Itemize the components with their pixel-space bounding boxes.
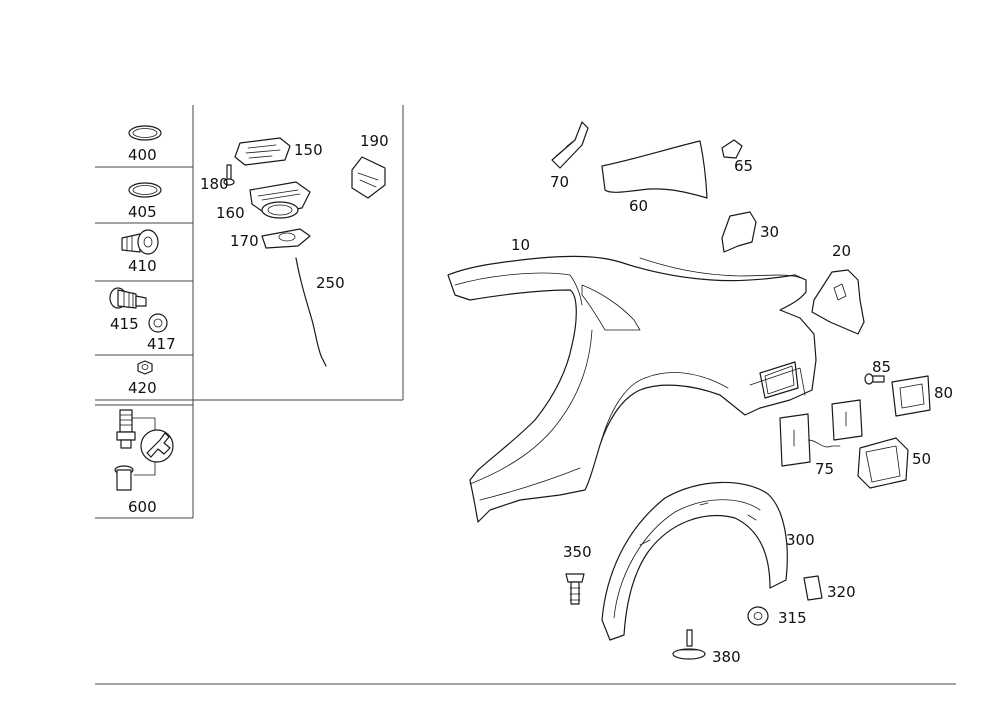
fuel-flap-housing-150 [234,137,291,166]
filler-neck-160 [249,181,311,219]
o-ring-icon [128,182,162,198]
washer-icon [148,313,168,333]
part-label-170: 170 [230,232,259,250]
part-label-315: 315 [778,609,807,627]
screw-85 [864,373,885,385]
fuel-flap-50 [857,437,909,489]
bracket-30 [721,211,757,253]
screw-180 [223,164,235,186]
part-label-70: 70 [550,173,569,191]
drain-hose-250 [295,257,327,367]
nut-icon [137,360,153,375]
seal-170 [261,228,311,249]
part-label-160: 160 [216,204,245,222]
side-wall-panel-10 [447,255,817,523]
part-label-190: 190 [360,132,389,150]
strip-70 [551,121,589,169]
wrench-icon [140,429,174,463]
part-label-417: 417 [147,335,176,353]
part-label-415: 415 [110,315,139,333]
part-label-300: 300 [786,531,815,549]
part-label-60: 60 [629,197,648,215]
part-label-380: 380 [712,648,741,666]
part-label-10: 10 [511,236,530,254]
bracket-65 [721,139,743,159]
part-label-20: 20 [832,242,851,260]
part-label-250: 250 [316,274,345,292]
part-label-410: 410 [128,257,157,275]
clip-320 [803,575,823,601]
part-label-50: 50 [912,450,931,468]
cover-80 [891,375,931,417]
o-ring-icon [128,125,162,141]
part-label-180: 180 [200,175,229,193]
hose-nipple-icon [121,229,159,255]
part-label-75: 75 [815,460,834,478]
push-clip-350 [565,573,585,605]
screw-bolt-icon [109,287,147,309]
part-label-80: 80 [934,384,953,402]
nut-315 [747,606,769,626]
part-label-405: 405 [128,203,157,221]
part-label-85: 85 [872,358,891,376]
part-label-150: 150 [294,141,323,159]
rivet-380 [672,629,706,660]
part-label-350: 350 [563,543,592,561]
shell-20 [811,269,865,335]
parts-table-grid [95,105,404,519]
part-label-30: 30 [760,223,779,241]
part-label-320: 320 [827,583,856,601]
outer-panel-60 [601,140,708,199]
part-label-65: 65 [734,157,753,175]
wheel-liner-300 [601,481,788,641]
part-label-400: 400 [128,146,157,164]
actuator-75 [779,399,863,467]
part-label-600: 600 [128,498,157,516]
bracket-190 [351,156,386,199]
part-label-420: 420 [128,379,157,397]
